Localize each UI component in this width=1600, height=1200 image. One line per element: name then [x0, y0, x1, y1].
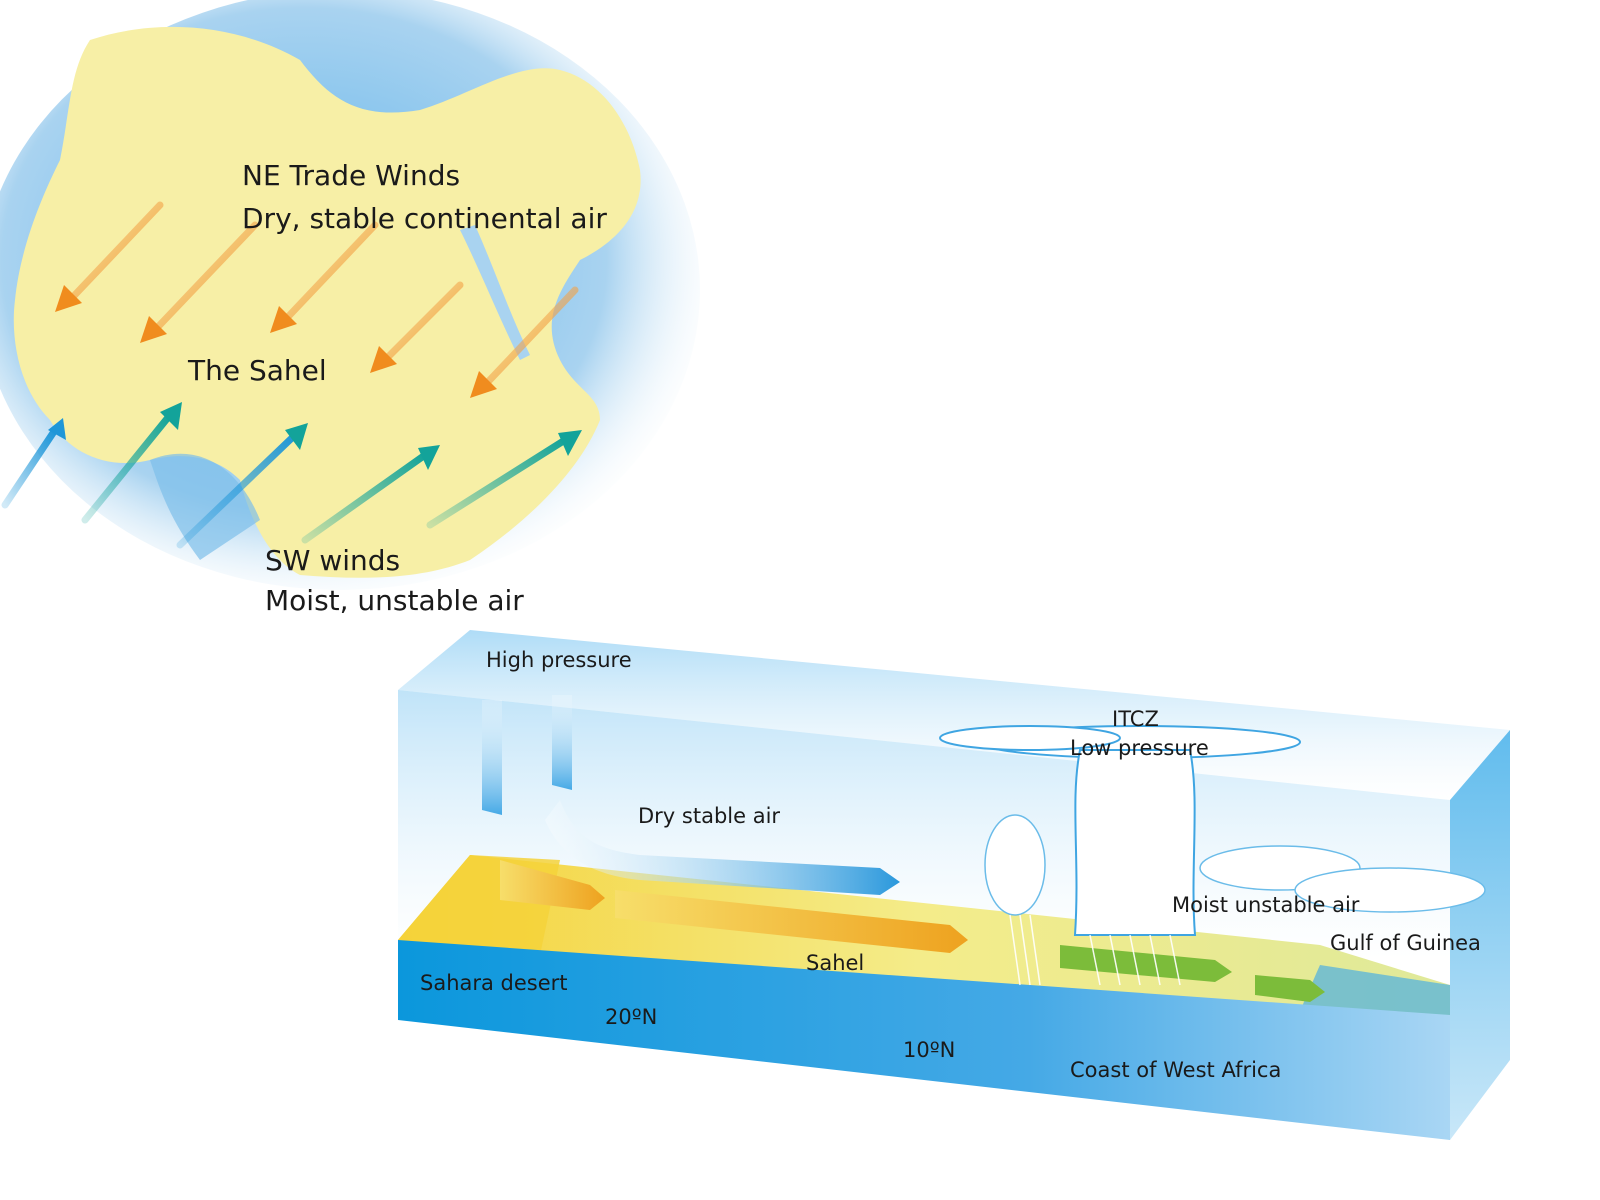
sahel-block-label: Sahel — [806, 951, 864, 975]
downdraft-left — [482, 700, 502, 815]
rain-streaks — [1009, 914, 1181, 986]
gulf-of-guinea-map — [150, 453, 260, 560]
sw-wind-arrows — [1, 411, 569, 549]
ne-trade-winds-title: NE Trade Winds — [242, 159, 460, 192]
coast-west-africa-label: Coast of West Africa — [1070, 1058, 1281, 1082]
sw-arrow-5 — [426, 436, 569, 529]
sky-top-face — [398, 630, 1510, 800]
ne-trade-winds-desc: Dry, stable continental air — [242, 202, 607, 235]
dry-stable-air-arrow — [545, 800, 900, 895]
itcz-cloud — [939, 725, 1301, 936]
latitude-20n-label: 20ºN — [605, 1005, 657, 1029]
sw-arrowheads — [48, 402, 582, 470]
sw-winds-title: SW winds — [265, 544, 400, 577]
ne-arrow-3 — [281, 221, 379, 324]
itcz-label: ITCZ — [1112, 707, 1159, 731]
ne-arrow-1 — [66, 201, 164, 304]
africa-landmass — [13, 26, 641, 578]
sahel-surface-arrow — [615, 890, 968, 953]
africa-map: NE Trade Winds Dry, stable continental a… — [0, 0, 700, 617]
cross-section-block: High pressure Dry stable air ITCZ Low pr… — [398, 630, 1510, 1140]
block-right-face — [1450, 730, 1510, 1140]
ne-arrow-4 — [381, 281, 464, 364]
sw-arrow-2 — [81, 411, 174, 524]
sw-arrow-3 — [176, 431, 299, 549]
ne-arrow-5 — [481, 286, 579, 389]
latitude-10n-label: 10ºN — [903, 1038, 955, 1062]
high-pressure-label: High pressure — [486, 648, 632, 672]
sw-arrow-4 — [301, 451, 429, 544]
sahara-surface-arrow — [500, 860, 605, 910]
gulf-of-guinea-label: Gulf of Guinea — [1330, 931, 1481, 955]
low-pressure-label: Low pressure — [1070, 736, 1209, 760]
ne-arrow-2 — [151, 221, 259, 334]
cumulus-clouds — [984, 814, 1486, 916]
ne-arrowheads — [55, 285, 497, 398]
sahel-region-label: The Sahel — [187, 354, 327, 387]
sw-arrow-1 — [1, 426, 59, 509]
sahara-desert-label: Sahara desert — [420, 971, 568, 995]
downdraft-right — [552, 695, 572, 790]
dry-stable-air-label: Dry stable air — [638, 804, 780, 828]
vegetation-arrow-1 — [1060, 945, 1232, 982]
vegetation-arrow-2 — [1255, 975, 1325, 1002]
red-sea — [460, 225, 530, 360]
moist-unstable-air-label: Moist unstable air — [1172, 893, 1360, 917]
ne-trade-wind-arrows — [66, 201, 579, 389]
sw-winds-desc: Moist, unstable air — [265, 584, 524, 617]
block-front-face — [398, 940, 1450, 1140]
